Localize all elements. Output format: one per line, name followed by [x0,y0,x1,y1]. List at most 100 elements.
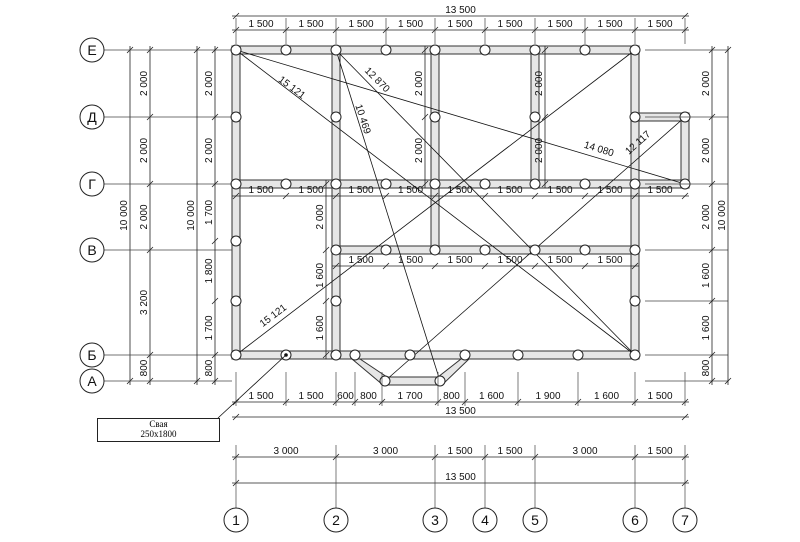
bottom-overall-dim-label: 13 500 [445,406,476,417]
pile-marker [379,375,391,387]
axis-bubble-label-x: 4 [481,512,489,528]
left-axis-dim-label: 3 200 [139,290,150,315]
row-g-dim-label: 1 500 [447,185,472,196]
axis-bubble-label-y: Б [87,347,96,363]
pile-marker [629,295,641,307]
bottom-chain-dim-label: 600 [337,391,354,402]
left-axis-dim-label: 800 [139,359,150,376]
bottom-chain-dim-label: 1 700 [397,391,422,402]
top-chain-dim-label: 1 500 [447,19,472,30]
row-v-dim-label: 1 500 [497,255,522,266]
pile-marker [330,111,342,123]
axis-bubble-label-y: Е [87,42,96,58]
right-chain-dim-label: 1 600 [701,263,712,288]
dim-tick [708,351,716,359]
dim-tick [282,192,290,200]
row-g-dim-label: 1 500 [398,185,423,196]
axis-bubble-label-x: 7 [681,512,689,528]
dim-tick [211,237,219,245]
pile-marker [579,44,591,56]
pile-marker [529,244,541,256]
row-g-dim-label: 1 500 [547,185,572,196]
left-inner-dim-label: 2 000 [204,138,215,163]
right-chain-dim-label: 2 000 [701,204,712,229]
dim-tick [431,192,439,200]
left-axis-dim-label: 2 000 [139,138,150,163]
dim-tick [541,113,549,121]
right-chain-dim-label: 800 [701,359,712,376]
left-axis-dim-label: 2 000 [139,71,150,96]
row-v-dim-label: 1 500 [348,255,373,266]
pile-callout-leader [217,354,287,419]
diagonal-measure [335,49,441,382]
row-g-dim-label: 1 500 [248,185,273,196]
dim-tick [322,297,330,305]
dim-tick [541,180,549,188]
axis-bubble [422,507,448,533]
pile-marker [459,349,471,361]
bottom-chain-dim-label: 1 500 [248,391,273,402]
axis-bubble-label-x: 6 [631,512,639,528]
row-v-dim-label: 1 500 [398,255,423,266]
dim-tick [431,262,439,270]
dim-tick [382,262,390,270]
pile-marker [230,295,242,307]
inner-x2-dim-label: 1 600 [315,263,326,288]
pile-marker [429,178,441,190]
pile-marker [230,349,242,361]
axis-bubble-label-y: А [87,373,97,389]
dim-tick [708,113,716,121]
pile-marker [579,244,591,256]
pile-marker [479,178,491,190]
bottom-chain-dim-label: 1 900 [535,391,560,402]
diagonal-label: 12 870 [362,66,392,96]
dim-tick [193,46,201,54]
dim-tick [332,262,340,270]
wall [430,45,440,255]
pile-marker [629,349,641,361]
dim-tick [322,246,330,254]
axis-bubble-label-x: 2 [332,512,340,528]
dim-tick [531,192,539,200]
top-chain-dim-label: 1 500 [348,19,373,30]
row-g-dim-label: 1 500 [597,185,622,196]
row-g-dim-label: 1 500 [497,185,522,196]
dim-tick [211,46,219,54]
pile-marker [230,178,242,190]
dim-tick [681,413,689,421]
top-chain-dim-label: 1 500 [248,19,273,30]
dim-tick [211,113,219,121]
dim-tick [211,297,219,305]
axis-bubble-label-y: Г [88,176,96,192]
pile-marker [479,244,491,256]
row-g-dim-label: 1 500 [348,185,373,196]
dim-tick [681,12,689,20]
bottom-chain-dim-label: 1 600 [594,391,619,402]
pile-marker [280,178,292,190]
pile-label-size: 250x1800 [140,429,177,439]
left-axis-dim-label: 2 000 [139,204,150,229]
diagonal-label: 14 080 [582,140,615,160]
dim-tick [481,192,489,200]
axis-bubble [622,507,648,533]
axis-chain-dim-label: 3 000 [273,446,298,457]
pile-marker [380,244,392,256]
dim-tick [631,192,639,200]
pile-marker [479,44,491,56]
pile-marker [404,349,416,361]
dim-tick [232,413,240,421]
dim-tick [581,262,589,270]
axis-bubble [323,507,349,533]
axis-bubble [472,507,498,533]
dim-tick [708,377,716,385]
row-v-dim-label: 1 500 [447,255,472,266]
axis-bubble [223,507,249,533]
pile-marker [280,44,292,56]
inner-x5-dim-label: 2 000 [534,71,545,96]
left-inner-dim-label: 800 [204,359,215,376]
dim-tick [421,180,429,188]
top-overall-dim-label: 13 500 [445,5,476,16]
pile-marker [629,44,641,56]
bottom-chain-dim-label: 800 [443,391,460,402]
